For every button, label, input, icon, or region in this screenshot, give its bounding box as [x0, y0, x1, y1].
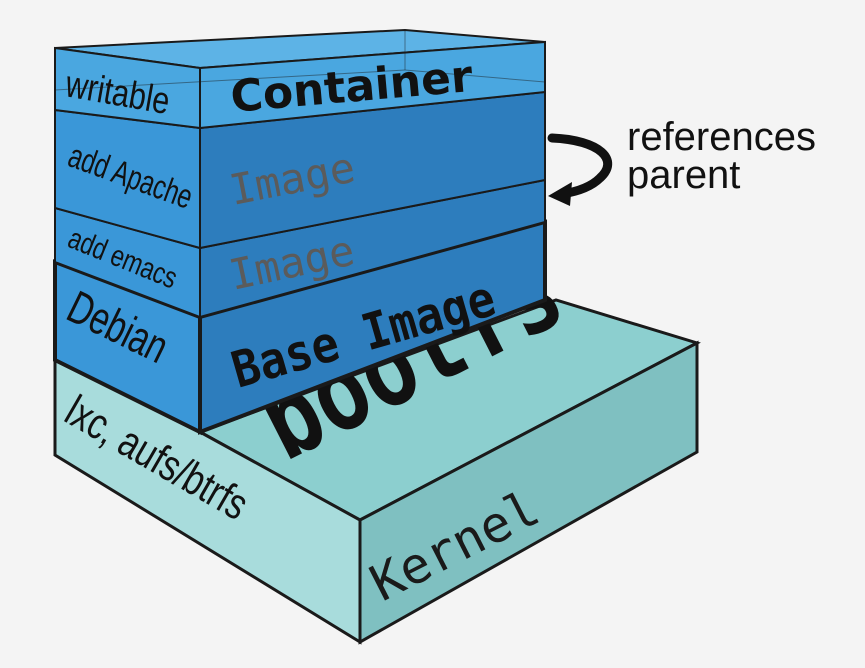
references-parent-annotation: references parent [547, 115, 816, 206]
parent-label: parent [627, 153, 740, 197]
arrow-head [548, 182, 572, 206]
apache-image-layer: add Apache Image [54, 90, 546, 250]
references-label: references [627, 115, 816, 159]
container-back-edge-right [404, 69, 546, 83]
kernel-front-face [358, 340, 699, 645]
container-back-edge [54, 69, 406, 91]
container-front-face [199, 40, 546, 130]
curved-arrow [547, 133, 613, 199]
